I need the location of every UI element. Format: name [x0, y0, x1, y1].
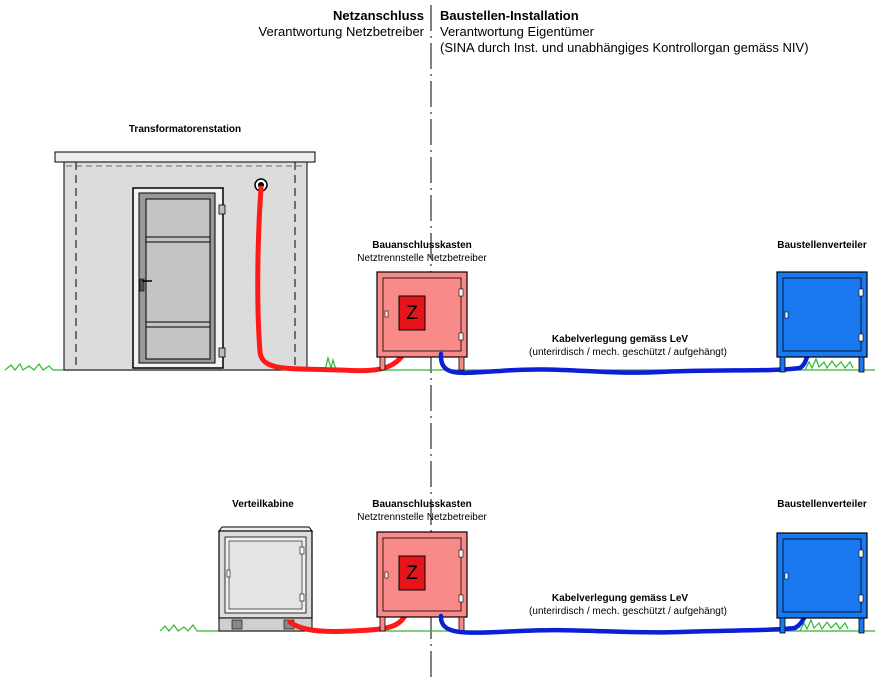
transformer-station-label: Transformatorenstation — [128, 124, 242, 135]
top-site-cable — [438, 351, 811, 376]
bottom-cable-subtitle: (unterirdisch / mech. geschützt / aufgeh… — [529, 606, 727, 617]
bottom-meter-letter: Z — [406, 563, 418, 584]
top-meter-letter: Z — [406, 303, 418, 324]
bottom-site-cable — [438, 613, 808, 635]
net-connection-title: Netzanschluss — [332, 8, 424, 23]
bottom-connection-box — [376, 531, 468, 632]
distribution-cabinet-label: Verteilkabine — [232, 499, 294, 510]
net-connection-subtitle: Verantwortung Netzbetreiber — [258, 24, 424, 39]
bottom-ground — [159, 618, 875, 632]
top-distributor — [776, 271, 868, 373]
site-installation-subtitle: Verantwortung Eigentümer — [440, 24, 594, 39]
top-net-cable — [255, 185, 415, 374]
bottom-cable-title: Kabelverlegung gemäss LeV — [551, 593, 689, 604]
top-connection-box — [376, 271, 468, 371]
site-installation-note: (SINA durch Inst. und unabhängiges Kontr… — [440, 40, 809, 55]
site-installation-title: Baustellen-Installation — [440, 8, 579, 23]
bottom-distributor — [776, 532, 868, 634]
top-cable-subtitle: (unterirdisch / mech. geschützt / aufgeh… — [529, 347, 727, 358]
transformer-station — [54, 151, 316, 371]
station-door — [132, 187, 226, 369]
top-distributor-label: Baustellenverteiler — [777, 240, 867, 251]
top-cable-title: Kabelverlegung gemäss LeV — [551, 334, 689, 345]
top-box-subtitle: Netztrennstelle Netzbetreiber — [357, 253, 487, 264]
bottom-distributor-label: Baustellenverteiler — [777, 499, 867, 510]
top-box-title: Bauanschlusskasten — [372, 240, 472, 251]
bottom-box-title: Bauanschlusskasten — [372, 499, 472, 510]
bottom-box-subtitle: Netztrennstelle Netzbetreiber — [357, 512, 487, 523]
top-meter — [398, 295, 426, 331]
distribution-cabinet — [218, 526, 313, 632]
bottom-meter — [398, 555, 426, 591]
